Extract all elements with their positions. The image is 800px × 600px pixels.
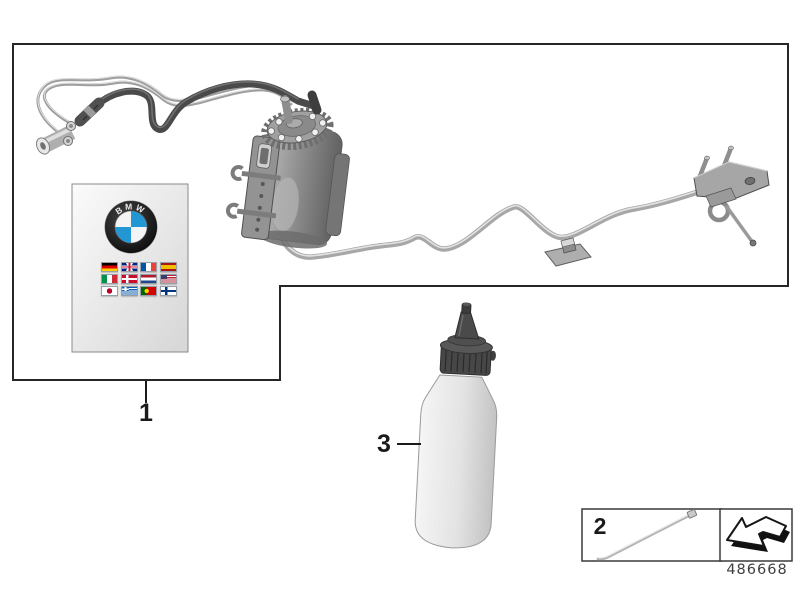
feed-hoses bbox=[36, 75, 321, 141]
oil-bottle bbox=[414, 302, 498, 549]
flag-denmark-icon bbox=[120, 274, 138, 284]
chain-oiler-pump bbox=[225, 90, 350, 249]
flag-usa-icon bbox=[159, 274, 177, 284]
adhesive-cable-clip bbox=[544, 237, 592, 267]
direction-arrow-box bbox=[719, 508, 793, 562]
flag-japan-icon bbox=[101, 286, 118, 296]
cable-tie bbox=[596, 508, 698, 561]
bmw-logo-text: BMW bbox=[113, 201, 148, 216]
flag-uk-icon bbox=[120, 262, 138, 272]
bmw-roundel-icon: BMW bbox=[104, 200, 158, 254]
pump-gear-head bbox=[261, 107, 334, 151]
flag-france-icon bbox=[140, 262, 157, 272]
flag-netherlands-icon bbox=[140, 274, 157, 284]
flag-germany-icon bbox=[101, 262, 118, 272]
pump-mounting-rail bbox=[225, 135, 281, 241]
part-number: 486668 bbox=[726, 562, 787, 578]
callout-1[interactable]: 1 bbox=[139, 381, 153, 427]
flag-spain-icon bbox=[159, 262, 177, 272]
item-2-box bbox=[581, 508, 723, 562]
nozzle-mounting-bracket bbox=[693, 145, 770, 247]
callout-1-label[interactable]: 1 bbox=[139, 399, 153, 427]
callout-3-label[interactable]: 3 bbox=[377, 430, 391, 458]
callout-3[interactable]: 3 bbox=[377, 430, 421, 458]
item-1-boundary bbox=[12, 43, 789, 381]
flag-italy-icon bbox=[101, 274, 118, 284]
oil-delivery-tube bbox=[278, 188, 704, 260]
flag-finland-icon bbox=[159, 286, 177, 296]
callout-2-label[interactable]: 2 bbox=[594, 513, 607, 539]
booklet-language-flags bbox=[101, 262, 177, 296]
flag-portugal-icon bbox=[140, 286, 157, 296]
hose-connectors bbox=[35, 97, 105, 155]
flag-greece-icon bbox=[120, 286, 138, 296]
direction-of-travel-arrow-icon bbox=[726, 516, 790, 552]
